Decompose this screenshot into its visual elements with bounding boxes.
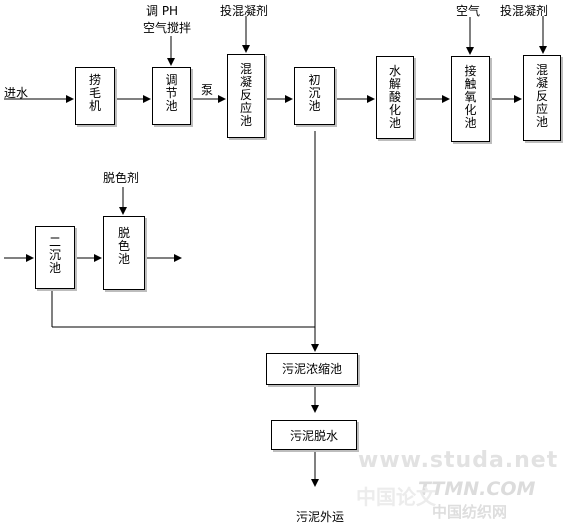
coagulant-dosing-label-2: 投混凝剂: [500, 4, 549, 18]
decolor-tank-label: 脱 色 池: [117, 226, 130, 266]
decolorant-label: 脱色剂: [103, 171, 140, 185]
hair-catcher-box: 捞 毛 机: [75, 67, 115, 125]
ph-adjust-label: 调 PH: [146, 4, 179, 18]
sludge-thickener-box: 污泥浓缩池: [266, 353, 358, 385]
air-label: 空气: [456, 4, 481, 18]
sludge-dewatering-box: 污泥脱水: [271, 420, 357, 450]
contact-oxidation-tank-label: 接 触 氧 化 池: [464, 64, 477, 130]
watermark-cn-paper: 中国论文: [356, 485, 436, 509]
pump-label: 泵: [201, 83, 214, 97]
hydrolysis-tank-box: 水 解 酸 化 池: [376, 56, 414, 139]
sludge-thickener-label: 污泥浓缩池: [281, 362, 342, 376]
coagulation-tank-1-box: 混 凝 反 应 池: [227, 54, 265, 138]
sludge-out-label: 污泥外运: [296, 510, 345, 524]
watermark-url: www.studa.net: [358, 448, 559, 473]
primary-settler-label: 初 沉 池: [308, 73, 321, 113]
coagulant-dosing-label-1: 投混凝剂: [220, 4, 269, 18]
coagulation-tank-2-label: 混 凝 反 应 池: [535, 63, 548, 129]
air-stirring-label: 空气搅拌: [143, 21, 192, 35]
decolor-tank-box: 脱 色 池: [103, 216, 145, 290]
watermark-ttmn: TTMN.COM: [418, 478, 536, 500]
contact-oxidation-tank-box: 接 触 氧 化 池: [451, 56, 490, 142]
secondary-settler-box: 二 沉 池: [35, 226, 75, 289]
equalization-tank-box: 调 节 池: [152, 67, 191, 125]
equalization-tank-label: 调 节 池: [165, 73, 178, 113]
coagulation-tank-1-label: 混 凝 反 应 池: [239, 62, 252, 128]
watermark-textile: 中国纺织网: [432, 503, 508, 521]
hair-catcher-label: 捞 毛 机: [88, 73, 101, 113]
inlet-label: 进水: [4, 86, 29, 100]
sludge-dewatering-label: 污泥脱水: [289, 429, 338, 443]
coagulation-tank-2-box: 混 凝 反 应 池: [523, 55, 561, 141]
primary-settler-box: 初 沉 池: [294, 67, 335, 125]
hydrolysis-tank-label: 水 解 酸 化 池: [388, 64, 401, 130]
secondary-settler-label: 二 沉 池: [48, 235, 61, 275]
